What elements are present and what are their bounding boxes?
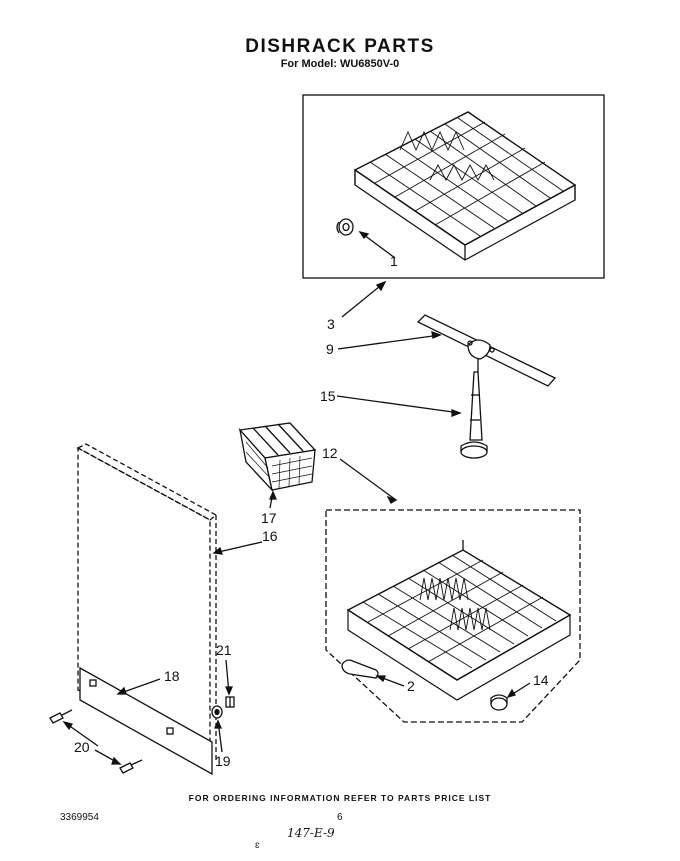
ordering-note: FOR ORDERING INFORMATION REFER TO PARTS … [188,793,492,803]
callout-19: 19 [215,753,231,769]
part-2-rack-slide [341,659,379,679]
upper-dishrack [353,111,577,261]
callout-17: 17 [261,510,277,526]
callout-3: 3 [327,316,335,332]
callout-20: 20 [74,739,90,755]
callout-15: 15 [320,388,336,404]
page-number: 6 [337,812,343,823]
model-subtitle: For Model: WU6850V-0 [280,58,400,70]
callout-12: 12 [322,445,338,461]
part-9-spray-arm [416,314,557,387]
callout-9: 9 [326,341,334,357]
part-19-nut [211,705,223,719]
part-21-clip [225,696,235,708]
handwritten-note: 147-E-9 [287,826,335,840]
part-14-rack-roller [490,694,508,711]
part-15-spray-tower [460,371,488,459]
stray-mark: ɛ [255,840,260,851]
callout-18: 18 [164,668,180,684]
page-title: DISHRACK PARTS [245,36,435,57]
part-18-panel-strip [79,666,213,776]
callout-16: 16 [262,528,278,544]
lower-dishrack [346,540,572,701]
callout-2: 2 [407,678,415,694]
lower-rack-frame [325,509,581,723]
upper-rack-frame [302,94,605,279]
part-1-rack-roller [336,218,354,236]
callout-21: 21 [216,642,232,658]
callout-1: 1 [390,253,398,269]
part-20-screws [49,709,143,774]
part-17-silverware-basket [238,422,317,493]
callout-14: 14 [533,672,549,688]
document-number: 3369954 [60,812,99,823]
